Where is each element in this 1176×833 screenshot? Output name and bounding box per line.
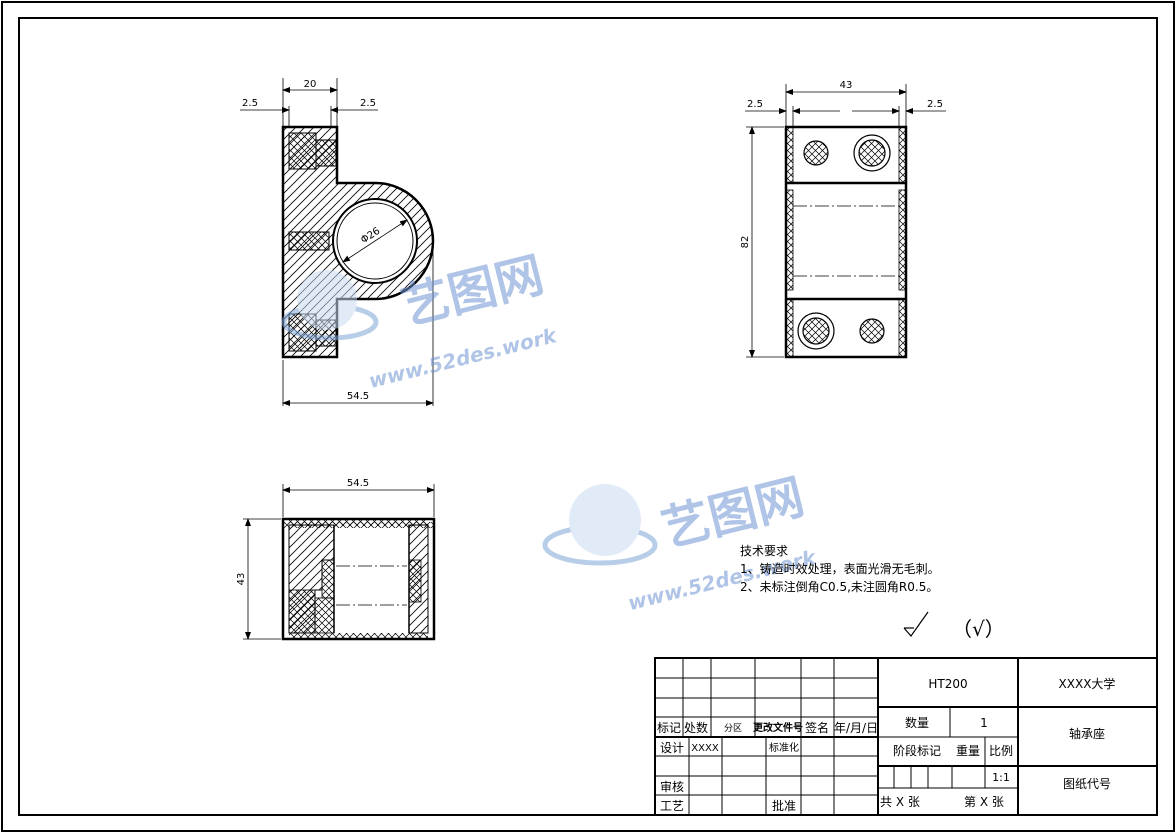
title-block-text: 标记 处数 分区 更改文件号 签名 年/月/日 设计 XXXX 标准化 审核 工…: [657, 676, 1115, 813]
header-date: 年/月/日: [834, 721, 878, 735]
quantity-label: 数量: [905, 715, 929, 730]
watermark-url-1: www.52des.work: [366, 323, 560, 393]
ratio-label: 比例: [989, 744, 1013, 758]
dim-side-top: 43: [840, 80, 853, 91]
header-count: 处数: [684, 720, 708, 735]
title-block: [654, 657, 1158, 816]
header-mark: 标记: [657, 721, 681, 735]
dim-side-height: 82: [740, 236, 751, 249]
designer-name: XXXX: [691, 743, 719, 754]
part-name: 轴承座: [1069, 726, 1105, 741]
process-label: 工艺: [660, 799, 684, 813]
tech-requirement-2: 2、未标注倒角C0.5,未注圆角R0.5。: [740, 579, 938, 594]
front-mid-slot: [288, 231, 330, 251]
roughness-note: （√）: [952, 617, 1005, 641]
dim-side-right-offset: 2.5: [927, 99, 943, 110]
dim-side-left-offset: 2.5: [747, 99, 763, 110]
header-doc: 更改文件号: [753, 721, 803, 734]
review-label: 审核: [660, 779, 684, 794]
dim-front-bottom: 54.5: [347, 391, 369, 402]
dim-front-left-offset: 2.5: [242, 98, 258, 109]
stage-label: 阶段标记: [893, 743, 941, 758]
bottom-view: 54.5 43: [236, 478, 436, 641]
approve-label: 批准: [772, 798, 796, 813]
weight-label: 重量: [956, 744, 980, 758]
quantity-value: 1: [980, 716, 988, 730]
front-view: Φ26 20 2.5 2.5 54.5: [240, 78, 435, 406]
dim-bottom-top: 54.5: [347, 478, 369, 489]
sheet-number: 第 X 张: [964, 795, 1004, 809]
material: HT200: [928, 677, 967, 691]
dim-front-right-offset: 2.5: [360, 98, 376, 109]
header-zone: 分区: [724, 723, 742, 734]
drawing-no-label: 图纸代号: [1063, 777, 1111, 791]
standardization-label: 标准化: [769, 741, 799, 754]
inner-frame: [18, 17, 1158, 816]
roughness-symbol-icon: [903, 611, 929, 637]
dim-bottom-height: 43: [236, 573, 247, 586]
front-bolt-top: [288, 132, 317, 170]
side-view: 43 2.5 2.5 82: [740, 80, 946, 359]
tech-requirement-1: 1、铸造时效处理，表面光滑无毛刺。: [740, 561, 940, 576]
ratio-value: 1:1: [992, 771, 1010, 784]
university: XXXX大学: [1059, 676, 1116, 691]
header-sign: 签名: [805, 720, 829, 735]
sheet-total: 共 X 张: [880, 795, 920, 809]
front-bolt-top-2: [315, 139, 337, 167]
roughness-symbols: （√）: [903, 611, 1005, 641]
tech-requirements-title: 技术要求: [740, 544, 788, 558]
dim-front-top: 20: [304, 79, 317, 90]
design-label: 设计: [660, 741, 684, 755]
tech-requirements: 技术要求 1、铸造时效处理，表面光滑无毛刺。 2、未标注倒角C0.5,未注圆角R…: [740, 544, 940, 594]
